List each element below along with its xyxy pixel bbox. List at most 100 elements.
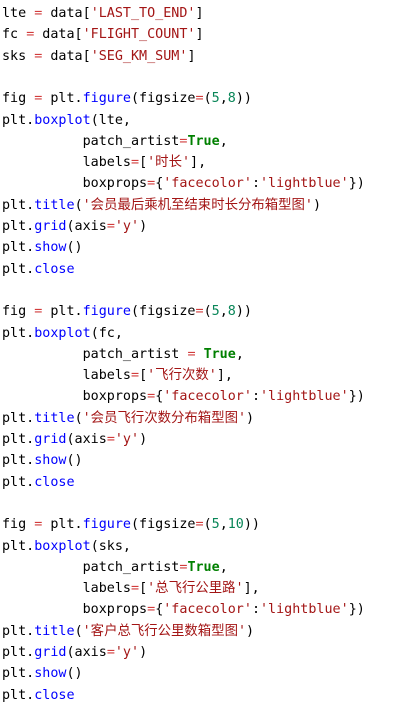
code-line: fig = plt.figure(figsize=(5,8)) [2, 88, 252, 109]
code-line: plt.grid(axis='y') [2, 429, 147, 450]
code-token: ) [139, 645, 148, 660]
code-token: 5 [211, 304, 220, 320]
code-token: True [187, 559, 220, 575]
code-token: = [195, 91, 204, 107]
code-token: plt. [42, 91, 83, 107]
code-token: = [195, 517, 204, 533]
code-token: 'facecolor' [163, 602, 252, 618]
code-line: boxprops={'facecolor':'lightblue'}) [2, 386, 365, 407]
code-token: fig [2, 304, 35, 320]
code-line: plt.boxplot(sks, [2, 536, 131, 557]
code-token: patch_artist [2, 559, 180, 575]
code-token: ], [243, 581, 260, 597]
code-line: plt.title('会员飞行次数分布箱型图') [2, 408, 254, 429]
code-line: sks = data['SEG_KM_SUM'] [2, 46, 196, 67]
code-token: = [26, 27, 35, 43]
code-line: plt.close [2, 685, 75, 706]
code-token: ) [139, 432, 148, 447]
code-token: : [251, 602, 260, 618]
code-token: plt. [2, 197, 35, 213]
code-line: plt.title('客户总飞行公里数箱型图') [2, 621, 254, 642]
code-token: = [34, 48, 43, 64]
code-token: plt. [42, 517, 83, 533]
code-token: = [131, 155, 140, 171]
code-token: labels [2, 155, 131, 171]
code-token: title [34, 197, 75, 213]
code-token: show [34, 666, 67, 682]
code-token: True [203, 346, 236, 362]
code-token: 'lightblue' [260, 389, 349, 405]
code-token: close [34, 474, 75, 490]
code-token: = [195, 304, 204, 320]
code-token: boxprops [2, 602, 148, 618]
code-token: = [106, 219, 115, 234]
code-token: , [219, 91, 228, 107]
code-token: (fc, [90, 325, 123, 341]
code-token: ], [216, 368, 233, 384]
code-line: plt.show() [2, 450, 83, 471]
code-line: plt.close [2, 472, 75, 493]
code-token: boxprops [2, 176, 148, 192]
code-token: = [187, 346, 196, 362]
code-token: () [66, 453, 83, 469]
code-token: ( [203, 304, 212, 320]
code-line: plt.boxplot(fc, [2, 323, 123, 344]
code-token: grid [34, 432, 67, 447]
code-token: plt. [2, 410, 35, 426]
code-line: plt.show() [2, 237, 83, 258]
code-token: close [34, 261, 75, 277]
code-token: data[ [42, 48, 91, 64]
code-token: plt. [2, 474, 35, 490]
code-token: = [34, 517, 43, 533]
code-token: , [219, 133, 228, 149]
code-token: = [131, 581, 140, 597]
code-token: sks [2, 48, 35, 64]
code-token: = [106, 432, 115, 447]
code-token: 'lightblue' [260, 602, 349, 618]
code-token: = [147, 176, 156, 192]
code-line: plt.title('会员最后乘机至结束时长分布箱型图') [2, 195, 321, 216]
code-token: (figsize [131, 304, 196, 320]
code-token: plt. [2, 666, 35, 682]
code-token: }) [348, 389, 365, 405]
code-token: grid [34, 645, 67, 660]
code-token: 'y' [114, 432, 140, 447]
code-token: { [155, 176, 164, 192]
code-token: 8 [227, 91, 236, 107]
code-token: [ [139, 155, 148, 171]
code-token: ] [195, 6, 204, 21]
code-token: 5 [211, 517, 220, 533]
code-token: )) [235, 91, 252, 107]
code-token: = [34, 6, 43, 21]
code-token: '会员最后乘机至结束时长分布箱型图' [82, 197, 313, 213]
code-token: 'y' [114, 645, 140, 660]
code-token: patch_artist [2, 346, 188, 362]
code-token: figure [82, 304, 131, 320]
code-token: '会员飞行次数分布箱型图' [82, 410, 247, 426]
code-token: plt. [2, 325, 35, 341]
code-line: patch_artist=True, [2, 557, 228, 578]
code-token: boxplot [34, 112, 91, 128]
code-line: patch_artist = True, [2, 344, 244, 365]
code-token: : [251, 176, 260, 192]
code-token: plt. [2, 432, 35, 447]
code-token: () [66, 240, 83, 256]
code-token: ) [246, 623, 255, 639]
code-token: plt. [42, 304, 83, 320]
code-token: () [66, 666, 83, 682]
code-token: , [235, 346, 244, 362]
code-token: = [106, 645, 115, 660]
code-token: }) [348, 176, 365, 192]
code-token: 'LAST_TO_END' [90, 6, 196, 21]
code-token: = [147, 389, 156, 405]
code-token: data[ [34, 27, 83, 43]
code-token: ( [203, 91, 212, 107]
code-token: lte [2, 6, 35, 21]
code-line: plt.close [2, 259, 75, 280]
code-token: = [179, 559, 188, 575]
code-token: = [131, 368, 140, 384]
code-token: '客户总飞行公里数箱型图' [82, 623, 247, 639]
code-line: labels=['飞行次数'], [2, 365, 233, 386]
code-token: figure [82, 91, 131, 107]
